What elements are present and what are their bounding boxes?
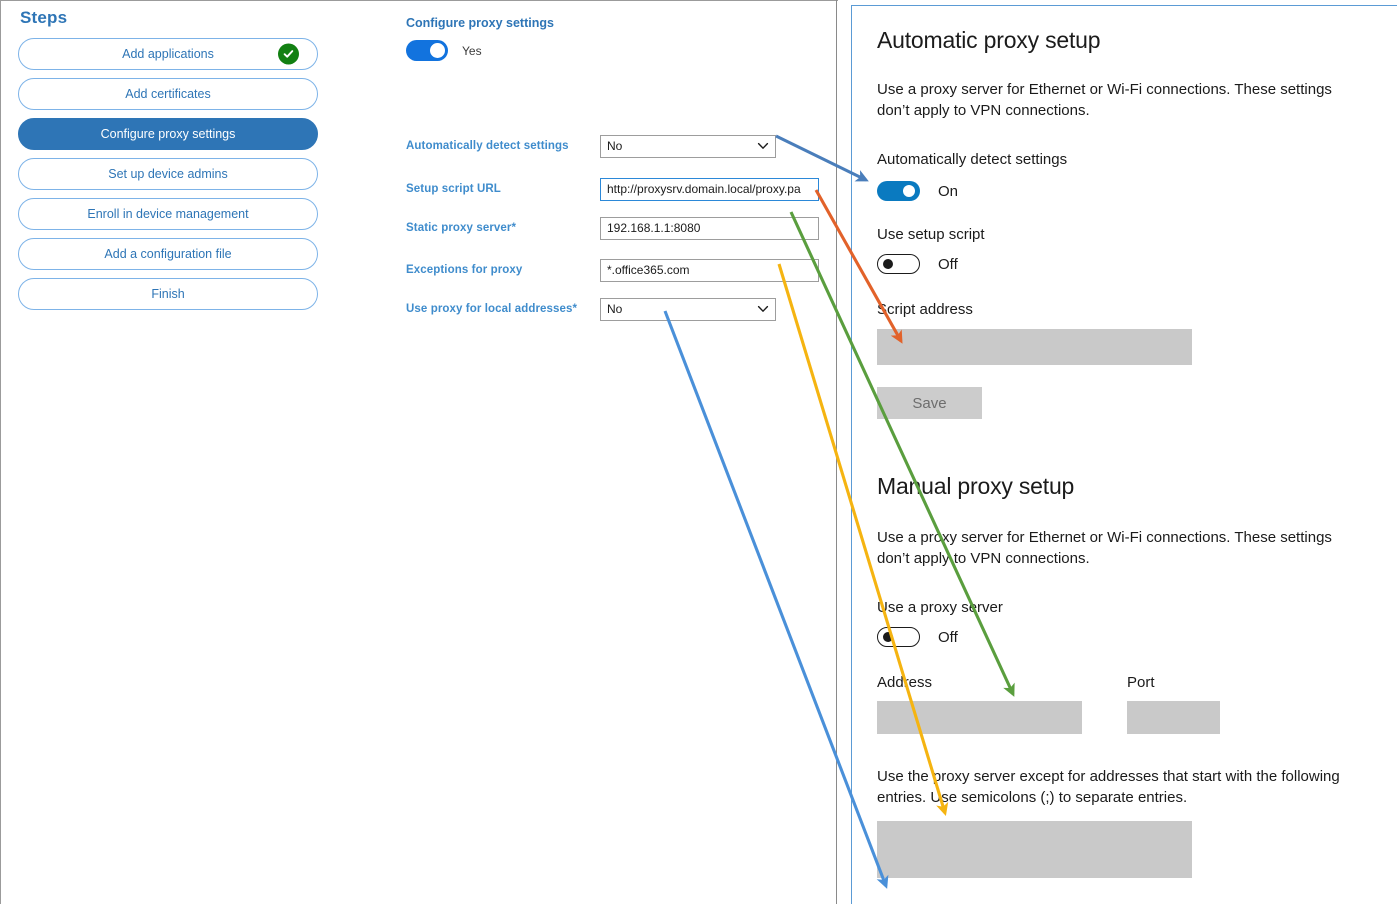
use-a-proxy-server-toggle[interactable] — [877, 627, 920, 647]
field-row: Automatically detect settings No — [406, 134, 826, 158]
step-button-add-certificates[interactable]: Add certificates — [18, 78, 318, 110]
manual-proxy-description: Use a proxy server for Ethernet or Wi-Fi… — [877, 529, 1332, 567]
step-button-add-applications[interactable]: Add applications — [18, 38, 318, 70]
select-value: No — [607, 302, 623, 316]
port-input[interactable] — [1127, 701, 1220, 734]
windows-proxy-settings-panel: Automatic proxy setup Use a proxy server… — [851, 5, 1397, 904]
step-button-add-a-configuration-file[interactable]: Add a configuration file — [18, 238, 318, 270]
script-address-input[interactable] — [877, 329, 1192, 365]
use-setup-script-toggle-state: Off — [938, 255, 958, 273]
input-static-proxy-server[interactable]: 192.168.1.1:8080 — [600, 216, 819, 240]
configure-proxy-toggle-row[interactable]: Yes — [406, 40, 826, 61]
steps-title: Steps — [20, 8, 68, 27]
address-port-inputs — [877, 701, 1377, 734]
input-exceptions-for-proxy[interactable]: *.office365.com — [600, 258, 819, 282]
field-label-exceptions-for-proxy: Exceptions for proxy — [406, 264, 523, 276]
panel-divider-gray — [836, 0, 837, 904]
automatic-proxy-heading: Automatic proxy setup — [877, 27, 1101, 53]
frame-left-border — [0, 0, 1, 904]
step-label: Add a configuration file — [104, 247, 232, 261]
form-heading: Configure proxy settings — [406, 16, 554, 30]
use-a-proxy-server-toggle-state: Off — [938, 628, 958, 646]
chevron-down-icon — [757, 303, 769, 315]
configure-proxy-toggle-label: Yes — [462, 43, 482, 58]
auto-detect-toggle[interactable] — [877, 181, 920, 201]
toggle-knob — [883, 259, 893, 269]
use-setup-script-toggle[interactable] — [877, 254, 920, 274]
manual-proxy-heading: Manual proxy setup — [877, 473, 1075, 499]
address-port-labels: Address Port — [877, 674, 1377, 691]
address-label: Address — [877, 674, 933, 691]
input-setup-script-url[interactable]: http://proxysrv.domain.local/proxy.pa — [600, 177, 819, 201]
use-a-proxy-server-label: Use a proxy server — [877, 599, 1003, 616]
script-address-label: Script address — [877, 301, 973, 318]
field-row: Static proxy server* 192.168.1.1:8080 — [406, 216, 826, 240]
toggle-knob — [903, 185, 915, 197]
save-button[interactable]: Save — [877, 387, 982, 419]
field-label-use-proxy-for-local-addresses: Use proxy for local addresses* — [406, 303, 578, 315]
field-row: Use proxy for local addresses* No — [406, 297, 826, 321]
use-setup-script-label: Use setup script — [877, 226, 985, 243]
frame-top-border — [0, 0, 838, 1]
field-row: Setup script URL http://proxysrv.domain.l… — [406, 177, 826, 201]
step-label: Finish — [151, 287, 185, 301]
use-a-proxy-server-toggle-row[interactable]: Off — [877, 627, 1377, 647]
select-value: No — [607, 139, 623, 153]
exceptions-description: Use the proxy server except for addresse… — [877, 768, 1340, 806]
field-row: Exceptions for proxy *.office365.com — [406, 258, 826, 282]
step-label: Configure proxy settings — [100, 127, 236, 141]
step-button-enroll-in-device-management[interactable]: Enroll in device management — [18, 198, 318, 230]
step-label: Set up device admins — [108, 167, 228, 181]
configure-proxy-toggle[interactable] — [406, 40, 448, 61]
required-marker: * — [511, 222, 517, 234]
toggle-knob — [883, 632, 893, 642]
field-label-automatically-detect-settings: Automatically detect settings — [406, 140, 569, 152]
required-marker: * — [572, 303, 578, 315]
step-label: Add applications — [122, 47, 214, 61]
use-setup-script-toggle-row[interactable]: Off — [877, 254, 1377, 274]
step-button-finish[interactable]: Finish — [18, 278, 318, 310]
select-automatically-detect-settings[interactable]: No — [600, 134, 776, 158]
auto-detect-label: Automatically detect settings — [877, 151, 1068, 168]
check-circle-icon — [278, 43, 299, 65]
automatic-proxy-description: Use a proxy server for Ethernet or Wi-Fi… — [877, 81, 1332, 119]
exceptions-input[interactable] — [877, 821, 1192, 878]
field-label-setup-script-url: Setup script URL — [406, 183, 501, 195]
select-use-proxy-for-local-addresses[interactable]: No — [600, 297, 776, 321]
windows-settings-content: Automatic proxy setup Use a proxy server… — [877, 6, 1377, 904]
step-label: Enroll in device management — [87, 207, 249, 221]
port-label: Port — [1127, 674, 1155, 691]
step-button-configure-proxy-settings[interactable]: Configure proxy settings — [18, 118, 318, 150]
address-input[interactable] — [877, 701, 1082, 734]
chevron-down-icon — [757, 140, 769, 152]
step-label: Add certificates — [125, 87, 211, 101]
step-button-set-up-device-admins[interactable]: Set up device admins — [18, 158, 318, 190]
auto-detect-toggle-state: On — [938, 182, 959, 200]
auto-detect-toggle-row[interactable]: On — [877, 181, 1377, 201]
toggle-knob — [430, 43, 445, 58]
field-label-static-proxy-server: Static proxy server* — [406, 222, 517, 234]
proxy-form-panel: Configure proxy settings Yes Automatical… — [406, 16, 826, 321]
